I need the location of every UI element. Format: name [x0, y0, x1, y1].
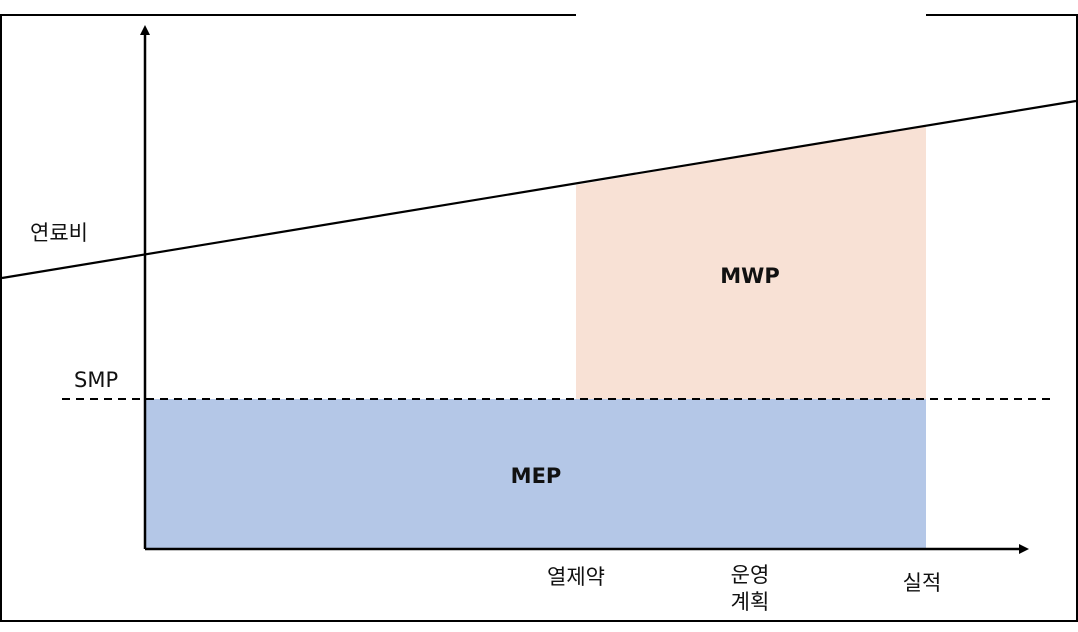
- mwp-region-top-mask: [576, 0, 926, 185]
- x-tick-operation-plan-line2: 계획: [731, 590, 770, 614]
- fuel-cost-line: [1, 99, 1077, 280]
- x-tick-labels: 열제약 운영 계획 실적: [547, 563, 941, 614]
- x-tick-heat-constraint: 열제약: [547, 565, 605, 589]
- fuel-cost-label: 연료비: [30, 221, 88, 245]
- x-tick-actual: 실적: [903, 571, 942, 595]
- mwp-label: MWP: [720, 264, 779, 288]
- mep-region: [145, 399, 926, 549]
- mep-label: MEP: [511, 464, 562, 488]
- smp-label: SMP: [74, 368, 118, 392]
- x-tick-operation-plan-line1: 운영: [731, 563, 770, 587]
- diagram-frame: [0, 14, 1078, 622]
